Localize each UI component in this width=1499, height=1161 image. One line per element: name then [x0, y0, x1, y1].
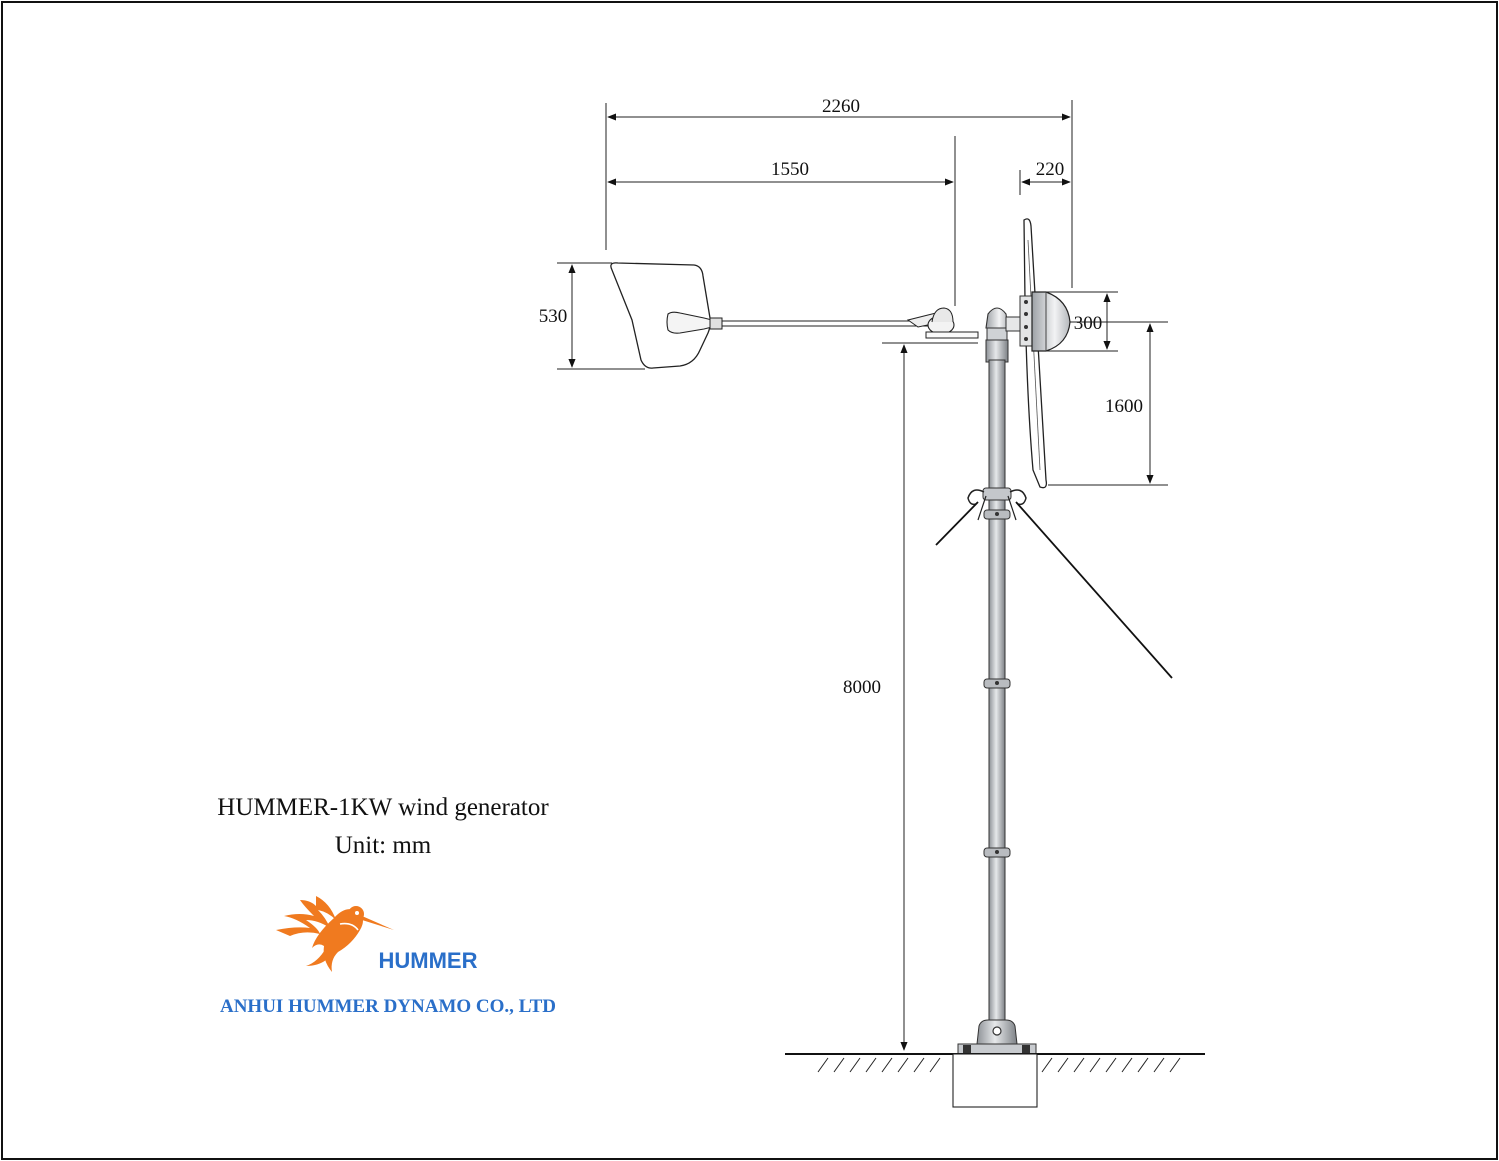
- rotor-blade: [1023, 218, 1048, 489]
- ground-hatch-line: [1057, 1057, 1069, 1073]
- dimension-label-2260: 2260: [822, 96, 860, 117]
- dimension-tail-boom: 1550: [607, 136, 956, 306]
- ground-hatch-line: [929, 1057, 941, 1073]
- diagram-title: HUMMER-1KW wind generator: [217, 794, 549, 821]
- dimension-hub-offset: 220: [1019, 159, 1071, 195]
- tail-boom: [722, 307, 979, 339]
- ground-hatch-line: [833, 1057, 845, 1073]
- dimension-tail-height: 530: [539, 262, 645, 370]
- dimension-label-8000: 8000: [843, 677, 881, 698]
- ground-hatch-line: [1073, 1057, 1085, 1073]
- ground-hatch-line: [1137, 1057, 1149, 1073]
- brand-logo-text: HUMMER: [379, 948, 478, 973]
- ground-hatch-line: [817, 1057, 829, 1073]
- unit-label: Unit: mm: [335, 832, 432, 859]
- ground-hatch-line: [1121, 1057, 1133, 1073]
- ground-hatch-line: [849, 1057, 861, 1073]
- ground-hatch-line: [865, 1057, 877, 1073]
- ground: [785, 1053, 1205, 1108]
- dimension-tower-height: 8000: [843, 342, 978, 1051]
- ground-hatch-line: [913, 1057, 925, 1073]
- ground-hatch-line: [897, 1057, 909, 1073]
- dimension-label-220: 220: [1036, 159, 1065, 180]
- tail-vane: [610, 262, 723, 369]
- dimension-nose-height: 300: [1046, 291, 1118, 352]
- hummer-bird-logo-icon: [276, 896, 394, 972]
- ground-hatch-line: [881, 1057, 893, 1073]
- dimension-label-1600: 1600: [1105, 396, 1143, 417]
- tower-base: [957, 1019, 1037, 1055]
- dimension-overall-length: 2260: [605, 96, 1073, 288]
- ground-hatch-line: [1041, 1057, 1053, 1073]
- dimension-label-530: 530: [539, 306, 568, 327]
- ground-hatch-line: [1105, 1057, 1117, 1073]
- ground-hatch-line: [1153, 1057, 1165, 1073]
- guy-wires: [935, 489, 1173, 679]
- tower: [982, 339, 1012, 1031]
- ground-hatch-line: [1089, 1057, 1101, 1073]
- ground-hatch: [1041, 1057, 1181, 1073]
- dimension-label-1550: 1550: [771, 159, 809, 180]
- company-name: ANHUI HUMMER DYNAMO CO., LTD: [220, 996, 556, 1017]
- nacelle: [985, 307, 1023, 342]
- ground-hatch-line: [1169, 1057, 1181, 1073]
- hub: [1019, 291, 1071, 352]
- dimension-label-300: 300: [1074, 313, 1103, 334]
- foundation: [952, 1053, 1038, 1108]
- ground-hatch: [817, 1057, 941, 1073]
